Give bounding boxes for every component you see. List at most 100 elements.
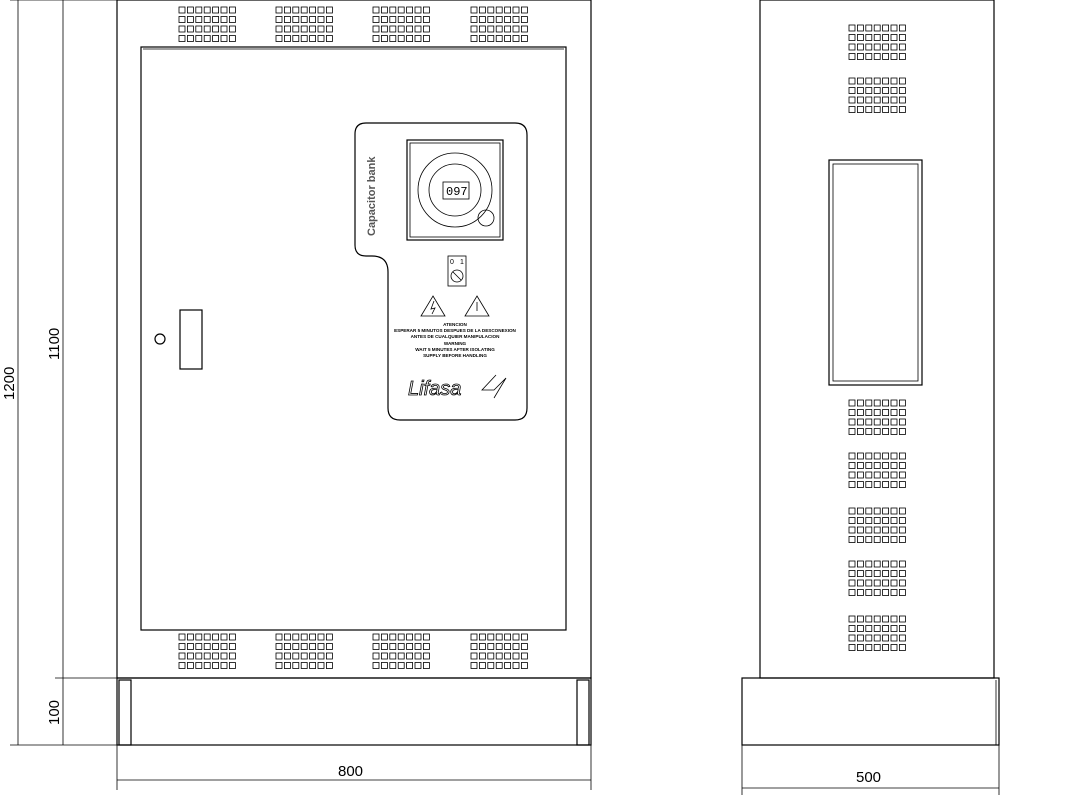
vent-slot bbox=[325, 16, 333, 23]
vent-slot bbox=[873, 507, 881, 515]
vent-slot bbox=[521, 25, 528, 33]
vent-slot bbox=[220, 633, 228, 641]
vent-slot bbox=[470, 6, 478, 14]
vent-slot bbox=[178, 633, 186, 641]
vent-slot bbox=[292, 16, 300, 23]
vent-slot bbox=[899, 77, 906, 85]
vent-slot bbox=[890, 471, 898, 479]
vent-slot bbox=[220, 6, 228, 14]
vent-slot bbox=[325, 643, 333, 650]
dim-width: 800 bbox=[338, 763, 363, 780]
vent-slot bbox=[228, 35, 236, 42]
vent-slot bbox=[372, 6, 380, 14]
vent-slot bbox=[882, 452, 889, 460]
vent-slot bbox=[873, 589, 881, 596]
vent-slot bbox=[487, 643, 495, 650]
vent-slot bbox=[865, 418, 873, 426]
vent-slot bbox=[406, 35, 414, 42]
vent-slot bbox=[470, 16, 478, 23]
vent-slot bbox=[899, 507, 906, 515]
vent-slot bbox=[309, 662, 317, 669]
vent-slot bbox=[504, 25, 512, 33]
vent-slot bbox=[325, 25, 333, 33]
vent-slot bbox=[220, 16, 228, 23]
vent-slot bbox=[309, 6, 317, 14]
vent-slot bbox=[890, 24, 898, 32]
vent-slot bbox=[220, 25, 228, 33]
vent-slot bbox=[325, 633, 333, 641]
vent-slot bbox=[882, 589, 889, 596]
vent-slot bbox=[848, 24, 856, 32]
vent-slot bbox=[389, 652, 397, 660]
vent-slot bbox=[212, 633, 220, 641]
vent-slot bbox=[882, 579, 889, 587]
vent-slot bbox=[504, 6, 512, 14]
vent-slot bbox=[292, 633, 300, 641]
vent-slot bbox=[195, 35, 203, 42]
switch-off-label: 0 bbox=[450, 259, 454, 266]
vent-slot bbox=[195, 643, 203, 650]
door-handle bbox=[179, 309, 203, 370]
vent-slot bbox=[865, 481, 873, 488]
vent-slot bbox=[478, 16, 486, 23]
vent-slot bbox=[890, 106, 898, 113]
vent-slot bbox=[275, 6, 283, 14]
vent-slot bbox=[495, 652, 503, 660]
electric-hazard-icon bbox=[420, 295, 446, 317]
vent-slot bbox=[865, 106, 873, 113]
vent-slot bbox=[857, 96, 864, 104]
vent-slot bbox=[470, 643, 478, 650]
vent-slot bbox=[873, 526, 881, 534]
vent-slot bbox=[865, 615, 873, 623]
vent-slot bbox=[873, 634, 881, 642]
vent-slot bbox=[470, 35, 478, 42]
vent-slot bbox=[865, 560, 873, 568]
vent-slot bbox=[414, 16, 422, 23]
vent-slot bbox=[283, 662, 291, 669]
vent-slot bbox=[422, 633, 430, 641]
vent-slot bbox=[478, 633, 486, 641]
vent-slot bbox=[857, 428, 864, 435]
vent-slot bbox=[397, 25, 405, 33]
vent-slot bbox=[309, 16, 317, 23]
vent-slot bbox=[372, 662, 380, 669]
vent-slot bbox=[857, 452, 864, 460]
vent-slot bbox=[848, 409, 856, 416]
vent-slot bbox=[325, 35, 333, 42]
vent-slot bbox=[848, 481, 856, 488]
vent-slot bbox=[300, 16, 308, 23]
vent-slot bbox=[325, 652, 333, 660]
vent-slot bbox=[389, 643, 397, 650]
vent-slot bbox=[890, 570, 898, 577]
vent-slot bbox=[220, 652, 228, 660]
vent-slot bbox=[873, 96, 881, 104]
vent-slot bbox=[899, 517, 906, 524]
vent-slot bbox=[292, 662, 300, 669]
vent-slot bbox=[397, 633, 405, 641]
vent-slot bbox=[848, 87, 856, 94]
plinth-foot-left bbox=[118, 679, 132, 746]
vent-slot bbox=[521, 662, 528, 669]
vent-slot bbox=[848, 536, 856, 543]
vent-slot bbox=[212, 35, 220, 42]
vent-slot bbox=[300, 6, 308, 14]
vent-slot bbox=[317, 6, 325, 14]
vent-slot bbox=[848, 644, 856, 651]
vent-slot bbox=[487, 6, 495, 14]
vent-slot bbox=[380, 16, 388, 23]
main-switch bbox=[447, 255, 467, 287]
vent-slot bbox=[397, 16, 405, 23]
dim-total-height: 1200 bbox=[1, 367, 18, 400]
vent-slot bbox=[857, 24, 864, 32]
vent-slot bbox=[380, 6, 388, 14]
vent-slot bbox=[178, 6, 186, 14]
vent-slot bbox=[899, 536, 906, 543]
vent-slot bbox=[882, 53, 889, 60]
vent-slot bbox=[873, 43, 881, 51]
vent-slot bbox=[865, 96, 873, 104]
dim-depth: 500 bbox=[856, 769, 881, 786]
vent-slot bbox=[317, 16, 325, 23]
vent-slot bbox=[406, 16, 414, 23]
vent-slot bbox=[178, 35, 186, 42]
vent-slot bbox=[890, 589, 898, 596]
